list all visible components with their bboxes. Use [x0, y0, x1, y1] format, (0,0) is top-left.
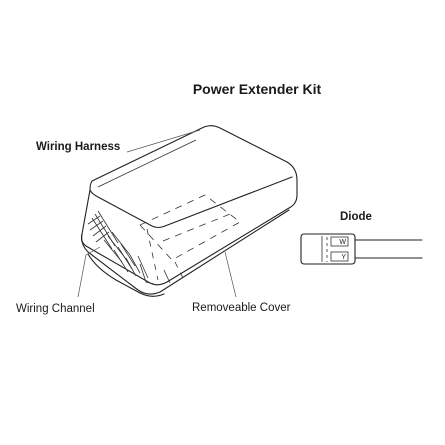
diode-marking-top: W	[339, 239, 346, 246]
leader-wiring-channel	[77, 246, 101, 298]
wiring-channel	[87, 210, 141, 277]
diagram-title: Power Extender Kit	[193, 81, 322, 97]
label-wiring-harness: Wiring Harness	[36, 141, 120, 153]
extender-box	[80, 125, 298, 297]
label-wiring-channel: Wiring Channel	[16, 303, 95, 315]
label-removeable-cover: Removeable Cover	[192, 302, 291, 314]
diode-mark-bottom	[330, 251, 349, 262]
leader-removeable-cover	[224, 251, 237, 298]
diode-marking-bottom: Y	[341, 254, 346, 261]
diode-body	[300, 233, 356, 265]
leader-wiring-harness	[126, 129, 201, 153]
removeable-cover	[137, 194, 241, 285]
diode-mark-top	[330, 236, 349, 247]
diode: W Y	[300, 233, 423, 265]
label-diode: Diode	[340, 211, 372, 223]
